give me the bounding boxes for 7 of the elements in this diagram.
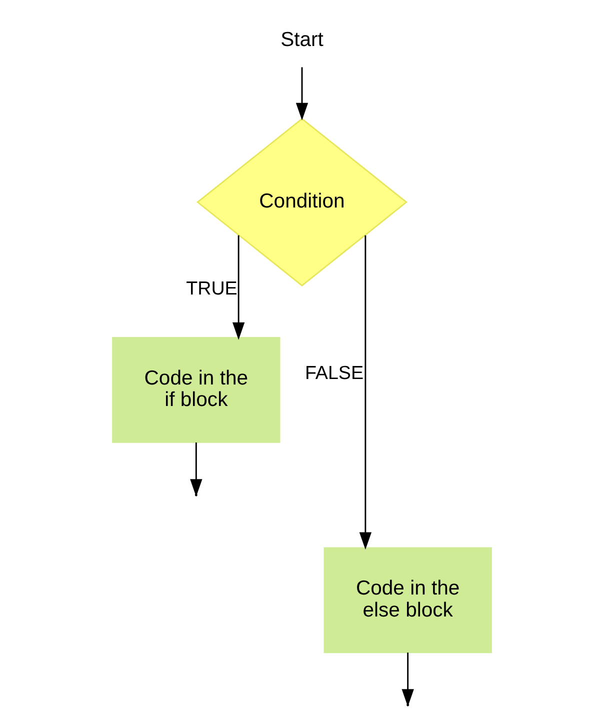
node-text: Start — [280, 28, 323, 51]
edge-label: FALSE — [304, 362, 364, 383]
node-box: Code in the if block — [112, 337, 280, 443]
node-box: Code in the else block — [323, 547, 492, 654]
arrow — [358, 235, 372, 550]
arrow — [295, 67, 308, 120]
arrow — [232, 235, 244, 340]
